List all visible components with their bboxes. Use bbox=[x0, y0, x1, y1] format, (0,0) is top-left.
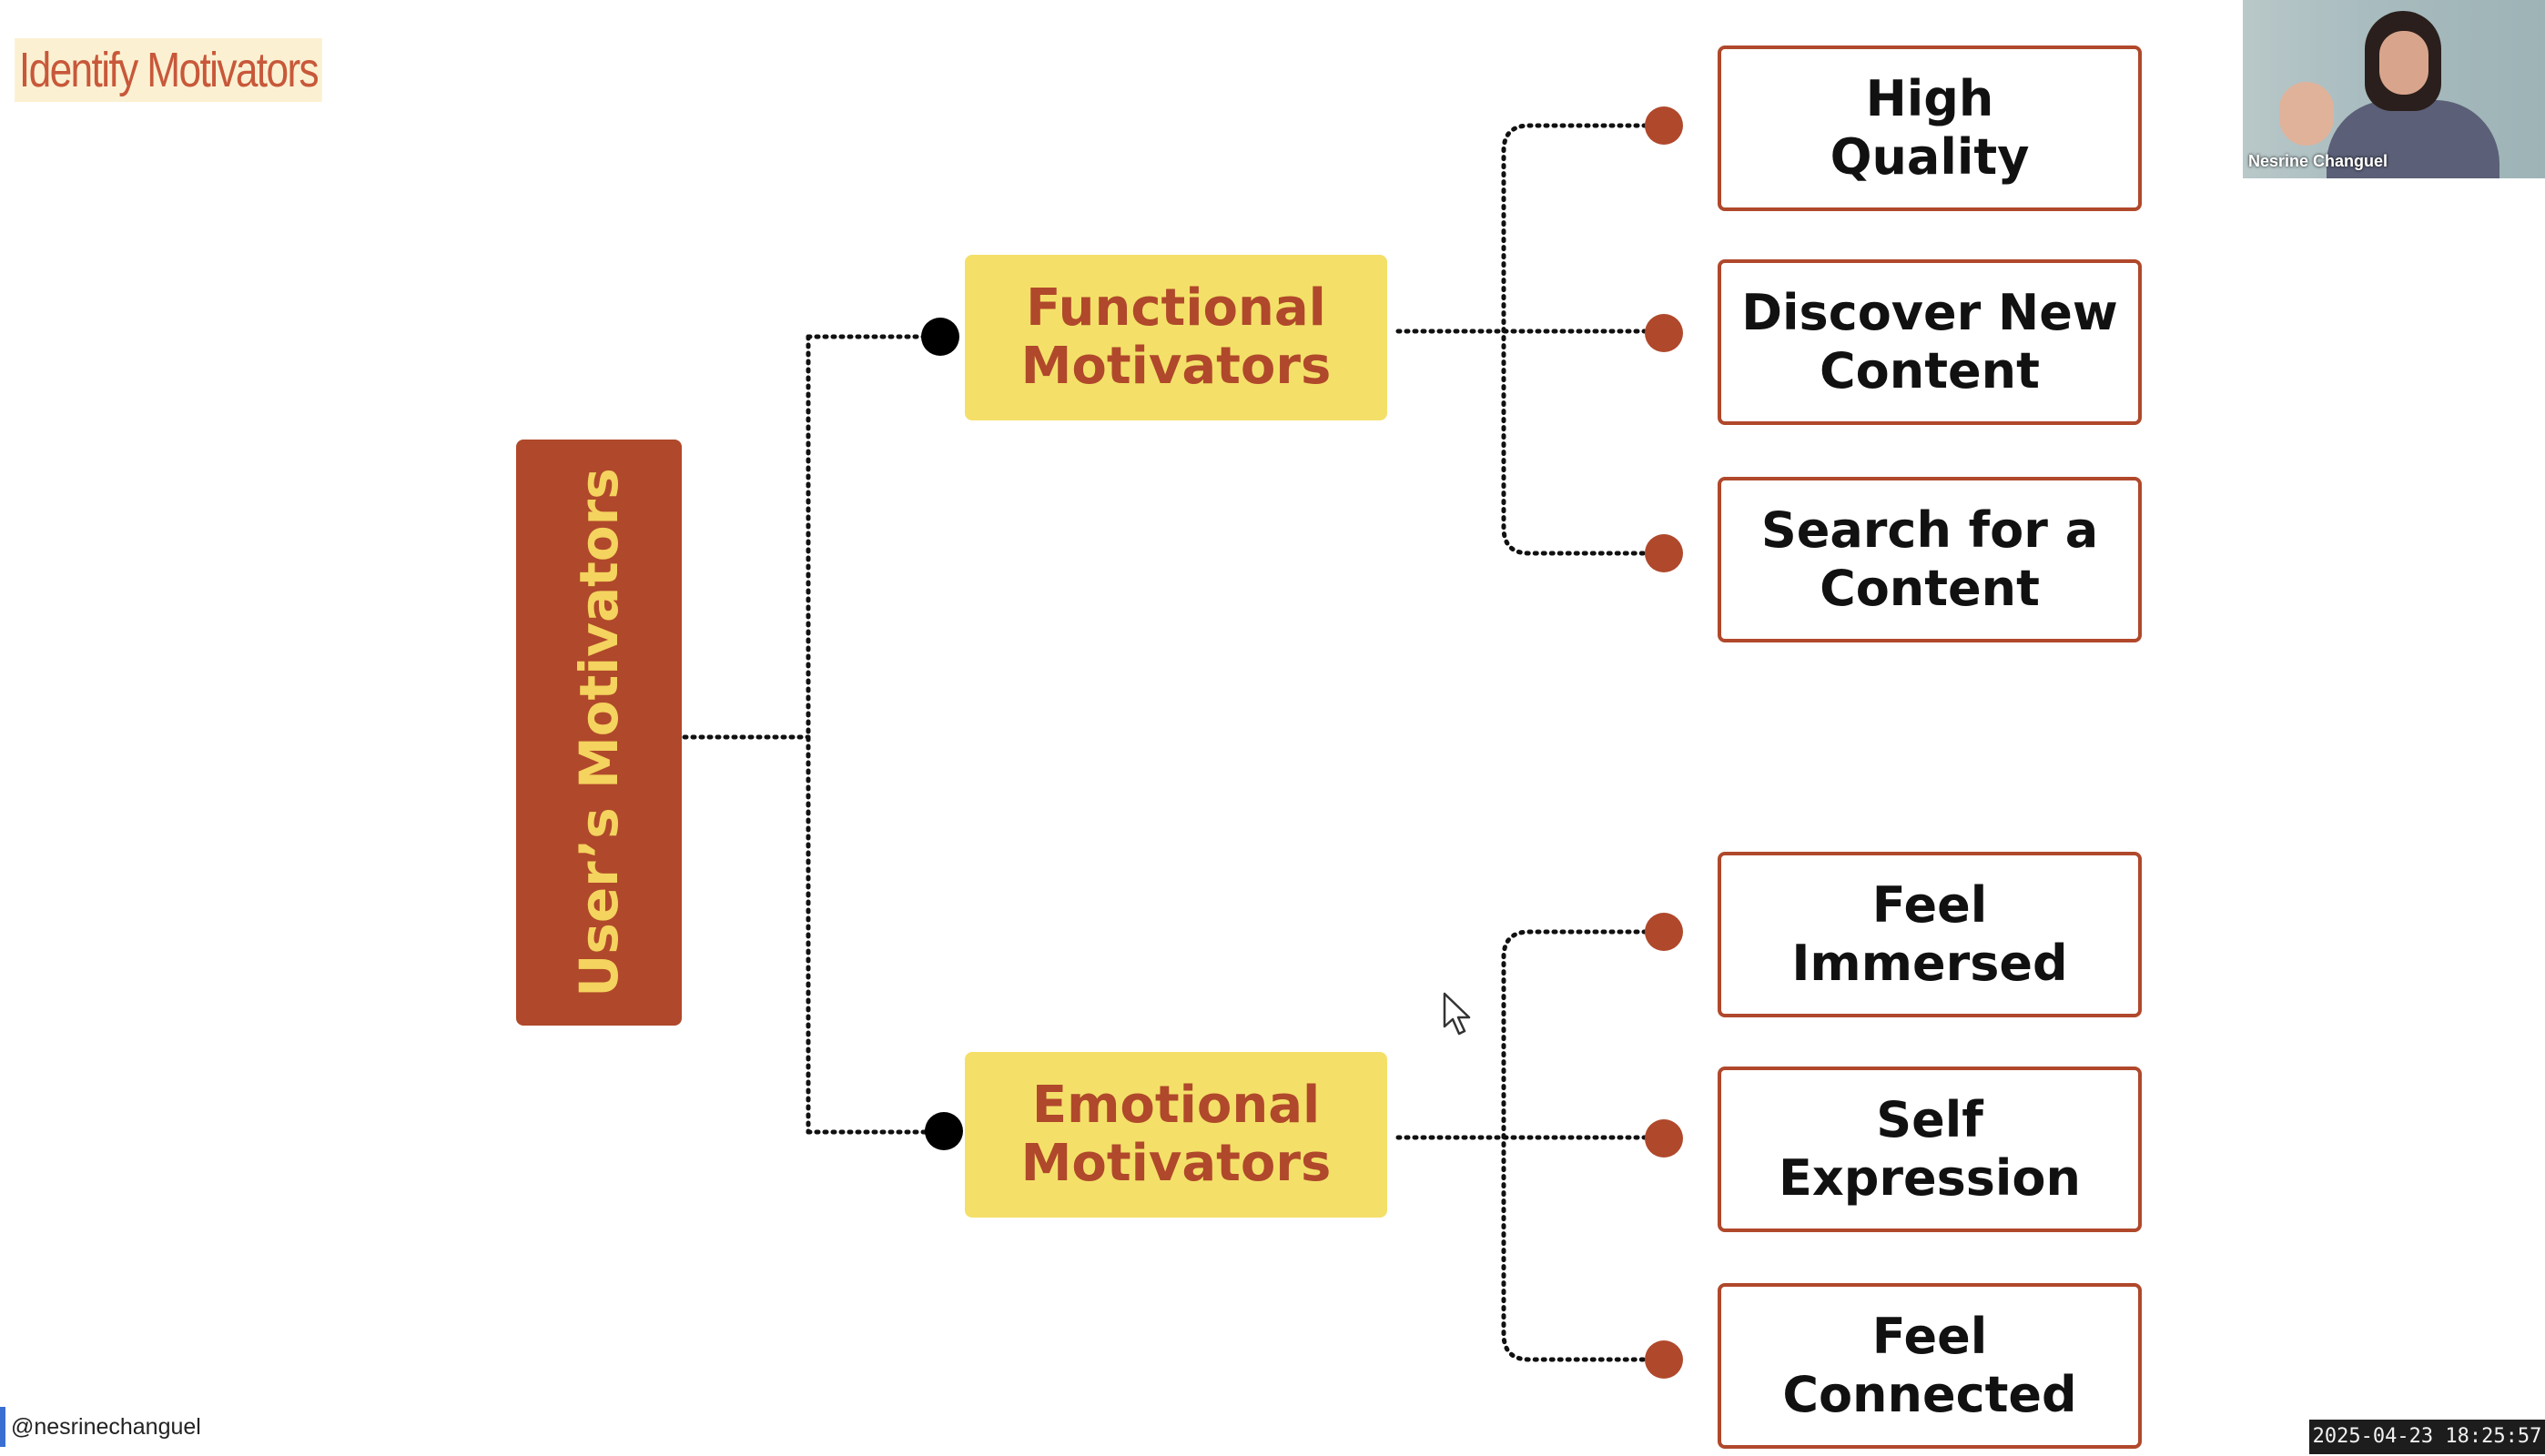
root-node: User’s Motivators bbox=[516, 440, 682, 1026]
slide-title: Identify Motivators bbox=[15, 38, 322, 102]
presenter-body bbox=[2327, 100, 2499, 178]
leaf-label: Feel Connected bbox=[1782, 1308, 2077, 1423]
mouse-cursor-icon bbox=[1443, 992, 1471, 1036]
leaf-dot bbox=[1645, 106, 1683, 145]
category-label: Emotional Motivators bbox=[1020, 1076, 1332, 1193]
leaf-dot bbox=[1645, 314, 1683, 352]
functional-dot bbox=[921, 318, 959, 356]
presenter-face bbox=[2379, 31, 2428, 95]
leaf-feel-immersed: Feel Immersed bbox=[1718, 852, 2142, 1017]
presenter-hand bbox=[2279, 82, 2334, 146]
leaf-dot bbox=[1645, 913, 1683, 951]
leaf-dot bbox=[1645, 1119, 1683, 1158]
category-functional: Functional Motivators bbox=[965, 255, 1387, 420]
leaf-label: Search for a Content bbox=[1760, 501, 2099, 617]
emotional-dot bbox=[925, 1112, 963, 1150]
social-handle: @nesrinechanguel bbox=[0, 1407, 201, 1447]
category-label: Functional Motivators bbox=[1020, 278, 1332, 396]
leaf-label: Discover New Content bbox=[1741, 284, 2118, 399]
leaf-discover-new-content: Discover New Content bbox=[1718, 259, 2142, 425]
leaf-dot bbox=[1645, 534, 1683, 572]
connector-emotional-bracket bbox=[1501, 929, 1665, 1362]
presenter-name: Nesrine Changuel bbox=[2248, 152, 2388, 170]
leaf-self-expression: Self Expression bbox=[1718, 1067, 2142, 1232]
leaf-dot bbox=[1645, 1340, 1683, 1379]
category-emotional: Emotional Motivators bbox=[965, 1052, 1387, 1218]
leaf-label: Feel Immersed bbox=[1791, 876, 2068, 992]
connector-functional-bracket bbox=[1501, 123, 1665, 556]
root-label: User’s Motivators bbox=[568, 468, 630, 997]
leaf-label: Self Expression bbox=[1779, 1091, 2081, 1207]
leaf-high-quality: High Quality bbox=[1718, 46, 2142, 211]
leaf-feel-connected: Feel Connected bbox=[1718, 1283, 2142, 1449]
presenter-video[interactable]: Nesrine Changuel bbox=[2243, 0, 2545, 178]
recording-timestamp: 2025-04-23 18:25:57 bbox=[2309, 1420, 2545, 1454]
leaf-search-for-content: Search for a Content bbox=[1718, 477, 2142, 642]
leaf-label: High Quality bbox=[1830, 70, 2030, 186]
